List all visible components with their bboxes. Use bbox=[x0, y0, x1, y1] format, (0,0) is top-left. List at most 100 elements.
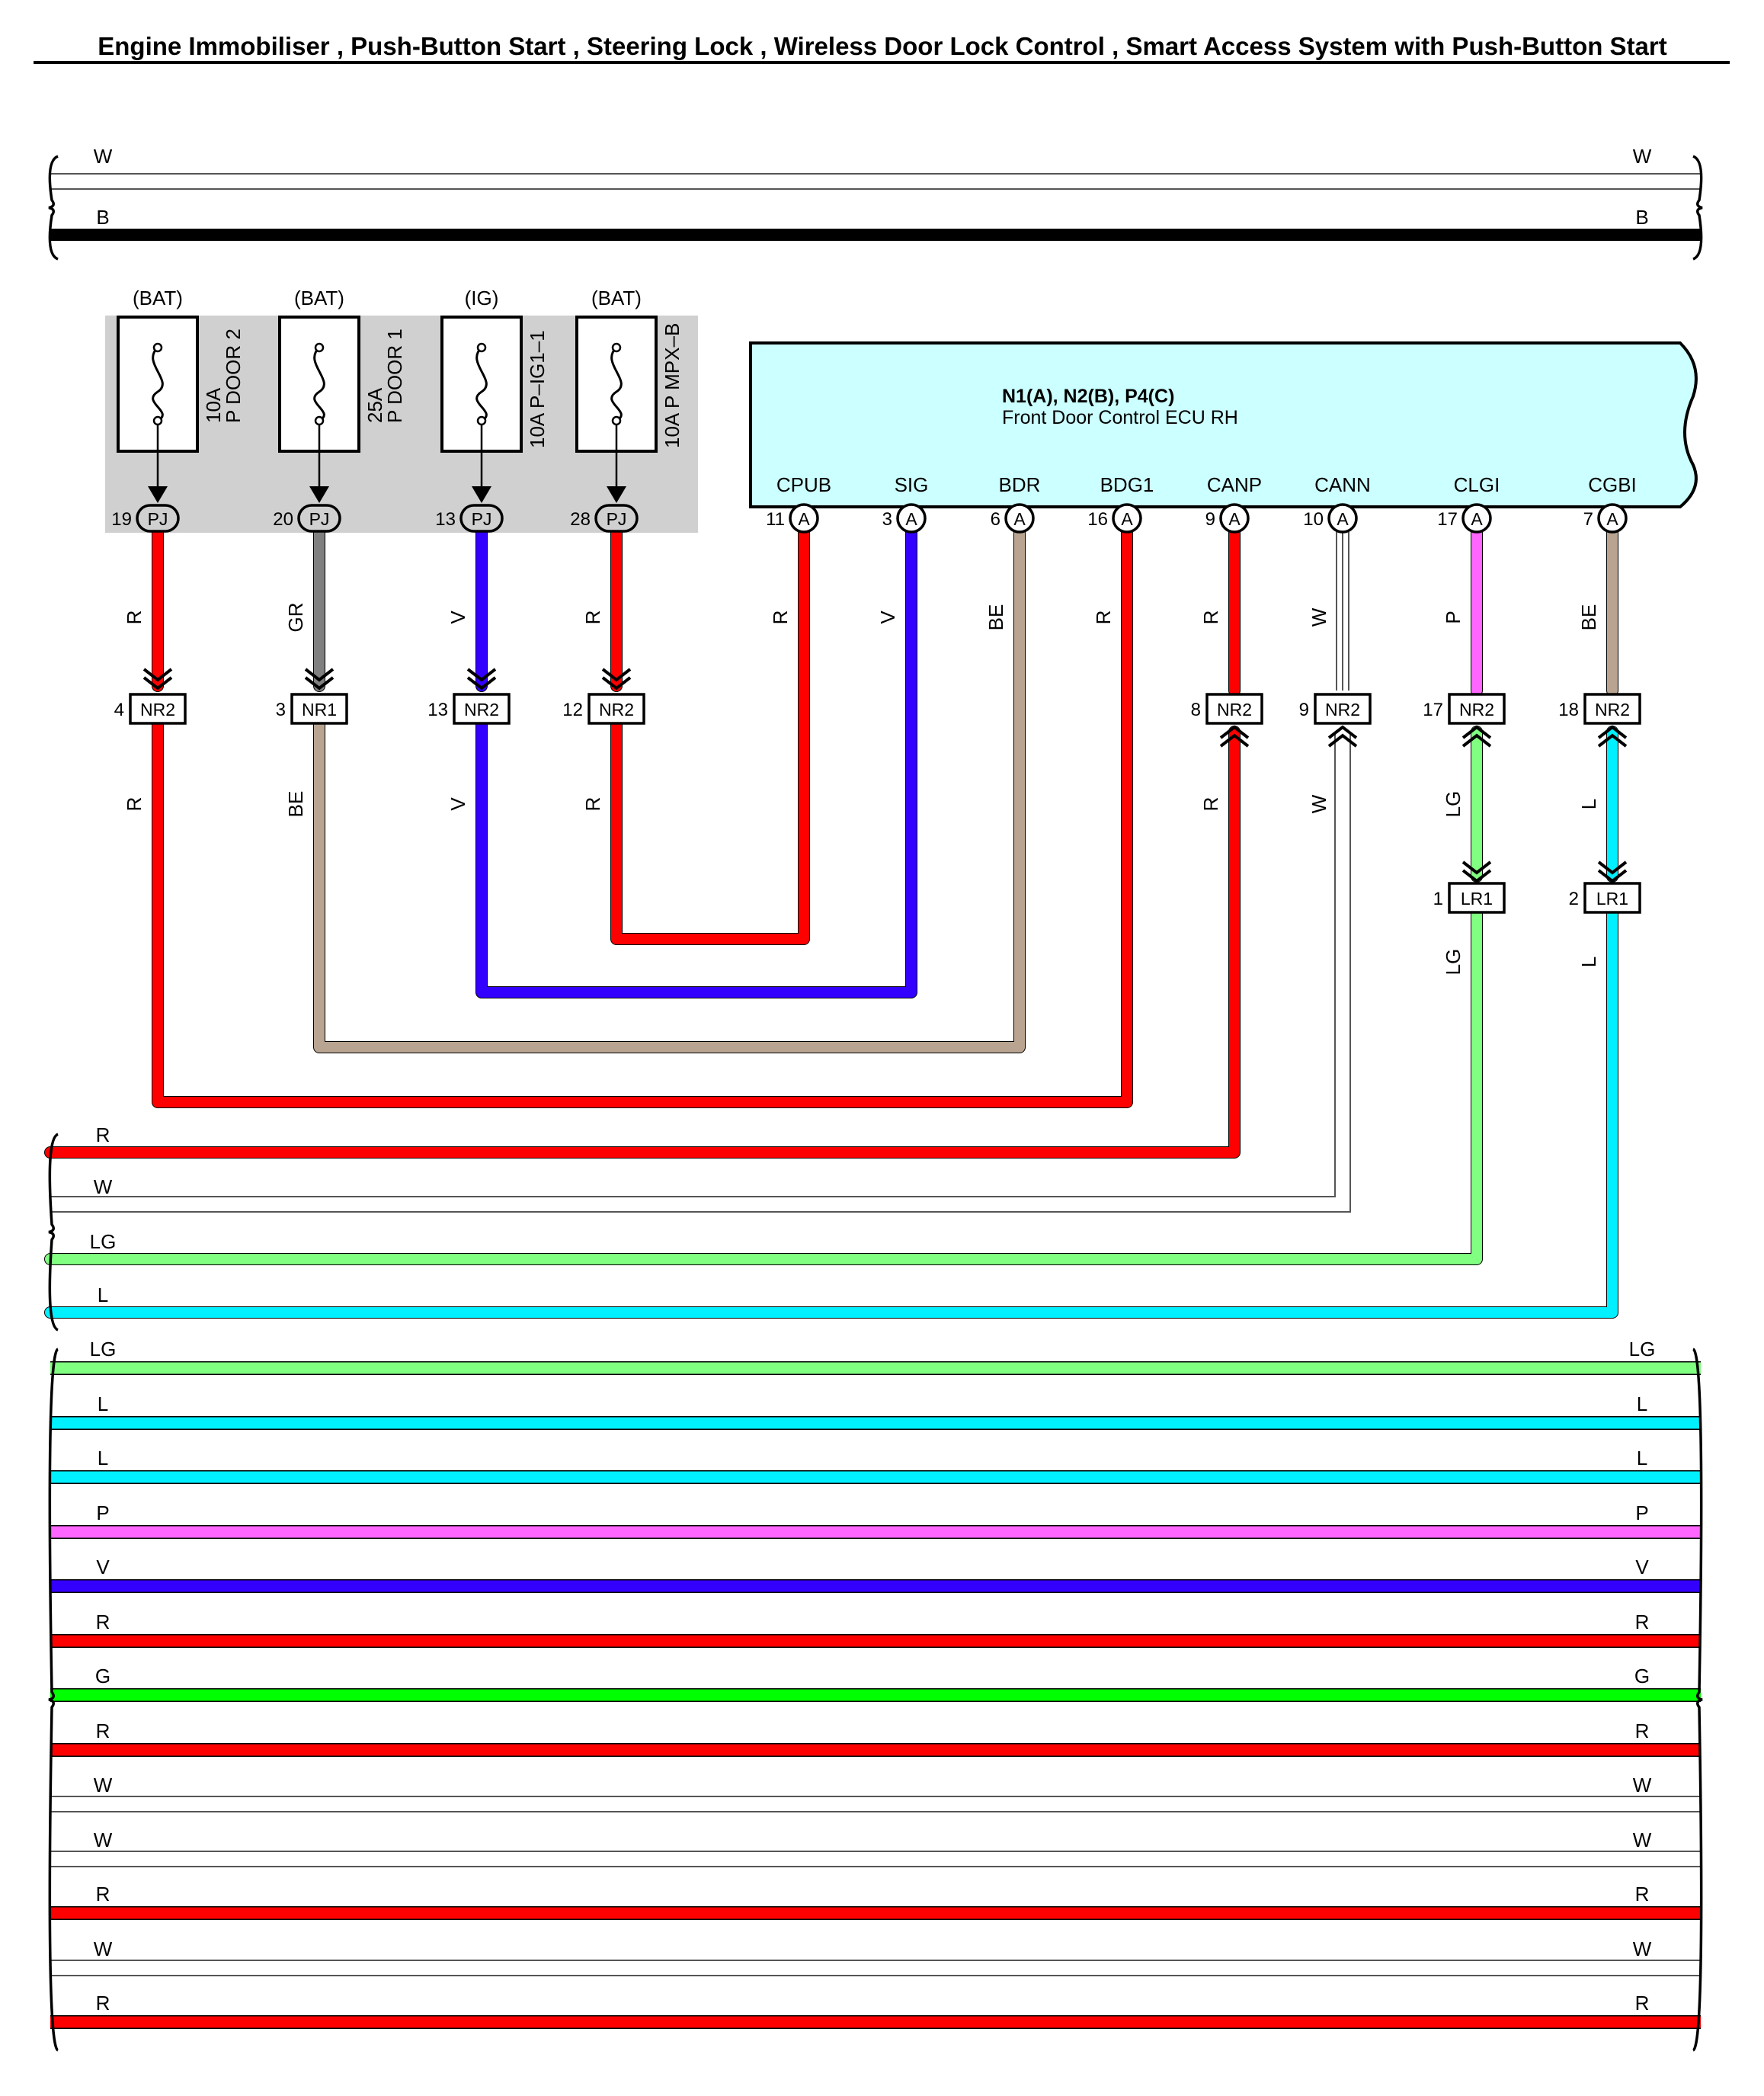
fuse-1-wire-label: GR bbox=[284, 603, 307, 633]
lr-junction-0-chevrons-stroke-0 bbox=[1461, 861, 1492, 875]
ecu-bdg1-wire-label: R bbox=[1092, 611, 1115, 625]
lr-junction-0-label: LR1 bbox=[1461, 889, 1493, 909]
through-bus-label-left-11: W bbox=[94, 1937, 113, 1960]
left-bus-wire-3-outline bbox=[44, 905, 1618, 1319]
left-bus-wire-2-core bbox=[45, 905, 1482, 1264]
fuse-1-chevrons bbox=[304, 668, 335, 691]
pj-connector-1-label: PJ bbox=[309, 509, 330, 529]
left-bus-wire-0-core bbox=[45, 726, 1240, 1158]
ecu-pin-canp-circle bbox=[1219, 503, 1250, 534]
top-bus-label-right-0: W bbox=[1633, 145, 1652, 168]
fuse-2-dot-top bbox=[476, 342, 487, 353]
ecu-cann-wire-label: W bbox=[1308, 607, 1330, 627]
ecu-terminal-name-cann: CANN bbox=[1314, 473, 1371, 496]
left-bus-label-3: L bbox=[98, 1284, 108, 1306]
ecu-junction-2-wire-label: LG bbox=[1442, 791, 1465, 818]
loop-cpub-wire-core bbox=[611, 527, 809, 944]
ecu-name: Front Door Control ECU RH bbox=[1002, 407, 1238, 428]
ecu-pin-cann-label: A bbox=[1337, 509, 1349, 529]
ecu-pin-bdg1-circle bbox=[1112, 503, 1142, 534]
ecu-bdr-wire-label: BE bbox=[984, 604, 1007, 631]
fuse-rating-3: 10A P MPX–B bbox=[661, 323, 684, 448]
fuse-junction-3-box bbox=[587, 693, 645, 725]
fuse-junction-0-label: NR2 bbox=[140, 700, 175, 719]
fuse-junction-2-pin: 13 bbox=[427, 700, 448, 720]
fuse-rating-2: 10A P–IG1–1 bbox=[526, 330, 549, 448]
top-bus-label-left-1: B bbox=[96, 206, 109, 229]
fuse-name-1: P DOOR 1 bbox=[383, 329, 406, 423]
fuse-rating-1: 25A bbox=[363, 387, 386, 423]
fuse-3-dot-bottom bbox=[611, 415, 622, 426]
fuse-3-chevrons-stroke-0 bbox=[601, 668, 632, 682]
pj-connector-1-pill bbox=[297, 504, 341, 533]
fuse-junction-3-wire-label: R bbox=[581, 797, 604, 812]
fuse-0-symbol bbox=[152, 346, 164, 422]
pj-connector-2-label: PJ bbox=[472, 509, 492, 529]
fuse-2-chevrons bbox=[466, 668, 497, 691]
ecu-canp-wire-label: R bbox=[1199, 611, 1222, 625]
fuse-junction-2-box bbox=[453, 693, 511, 725]
ecu-junction-2-pin: 17 bbox=[1423, 700, 1443, 720]
ecu-pin-clgi-circle bbox=[1461, 503, 1492, 534]
fuse-1-arrow bbox=[309, 486, 329, 503]
through-bus-brace-right bbox=[1692, 1348, 1703, 2052]
loop-bdr-wire-core bbox=[314, 527, 1025, 1053]
fuse-junction-0-wire-label: R bbox=[123, 797, 146, 812]
pj-connector-3-pill bbox=[594, 504, 639, 533]
through-bus-label-right-1: L bbox=[1637, 1393, 1647, 1415]
loop-sig-wire bbox=[475, 526, 917, 998]
ecu-junction-3-pin: 18 bbox=[1558, 700, 1579, 720]
ecu-junction-0-wire-label: R bbox=[1199, 797, 1222, 812]
ecu-junction-1-chevrons bbox=[1327, 725, 1358, 748]
through-bus-label-left-4: V bbox=[96, 1556, 110, 1578]
lr-junction-0-chevrons-stroke-1 bbox=[1461, 869, 1492, 883]
ecu-terminal-name-bdr: BDR bbox=[999, 473, 1041, 496]
ecu-junction-1-wire-label: W bbox=[1308, 794, 1330, 813]
fuse-3-symbol bbox=[610, 346, 623, 422]
fuse-0-dot-bottom bbox=[152, 415, 163, 426]
ecu-junction-1-label: NR2 bbox=[1325, 700, 1360, 719]
lr-junction-1-chevrons-stroke-0 bbox=[1597, 861, 1628, 875]
lr-junction-1-chevrons-stroke-1 bbox=[1597, 869, 1628, 883]
through-bus-label-left-0: LG bbox=[90, 1338, 117, 1360]
fuse-2-chevrons-stroke-1 bbox=[466, 676, 497, 691]
ecu-terminal-name-clgi: CLGI bbox=[1454, 473, 1500, 496]
ecu-terminal-name-bdg1: BDG1 bbox=[1100, 473, 1154, 496]
ecu-cpub-wire-label: R bbox=[769, 611, 792, 625]
through-bus-label-right-7: R bbox=[1635, 1719, 1650, 1742]
fuse-1-symbol bbox=[313, 346, 325, 422]
fuse-2-symbol bbox=[475, 346, 488, 422]
fuse-supply-0: (BAT) bbox=[133, 287, 183, 309]
through-bus-label-left-5: R bbox=[96, 1610, 110, 1633]
loop-cpub-wire bbox=[610, 526, 810, 945]
loop-bdg1-wire bbox=[152, 526, 1133, 1108]
ecu-terminal-name-canp: CANP bbox=[1207, 473, 1262, 496]
ecu-junction-3-chevrons bbox=[1597, 725, 1628, 748]
fuse-2-arrow bbox=[472, 486, 491, 503]
fuse-2-wire-label: V bbox=[447, 611, 469, 624]
through-bus-label-left-1: L bbox=[98, 1393, 108, 1415]
ecu-junction-3-box bbox=[1583, 693, 1641, 725]
pj-connector-3-pin: 28 bbox=[570, 509, 591, 530]
left-bus-label-2: LG bbox=[90, 1230, 117, 1253]
fuse-junction-2-label: NR2 bbox=[464, 700, 499, 719]
ecu-pin-clgi-pin: 17 bbox=[1437, 509, 1458, 530]
ecu-pin-bdr-label: A bbox=[1013, 509, 1026, 529]
pj-connector-0-pill bbox=[136, 504, 180, 533]
fuse-0-wire-label: R bbox=[123, 611, 146, 625]
ecu-pin-cgbi-circle bbox=[1597, 503, 1628, 534]
through-bus-label-right-5: R bbox=[1635, 1610, 1650, 1633]
pj-connector-0-pin: 19 bbox=[111, 509, 132, 530]
pj-connector-3-label: PJ bbox=[607, 509, 627, 529]
fuse-junction-0-box bbox=[129, 693, 187, 725]
ecu-junction-1-chevrons-stroke-1 bbox=[1327, 733, 1358, 748]
lr-junction-0-chevrons bbox=[1461, 861, 1492, 883]
left-bus-label-0: R bbox=[96, 1123, 110, 1146]
fuse-1-chevrons-stroke-0 bbox=[304, 668, 335, 682]
through-bus-label-right-12: R bbox=[1635, 1992, 1650, 2014]
fuse-2-chevrons-stroke-0 bbox=[466, 668, 497, 682]
ecu-junction-1-pin: 9 bbox=[1299, 700, 1309, 720]
loop-cpub-wire-outline bbox=[610, 526, 810, 945]
